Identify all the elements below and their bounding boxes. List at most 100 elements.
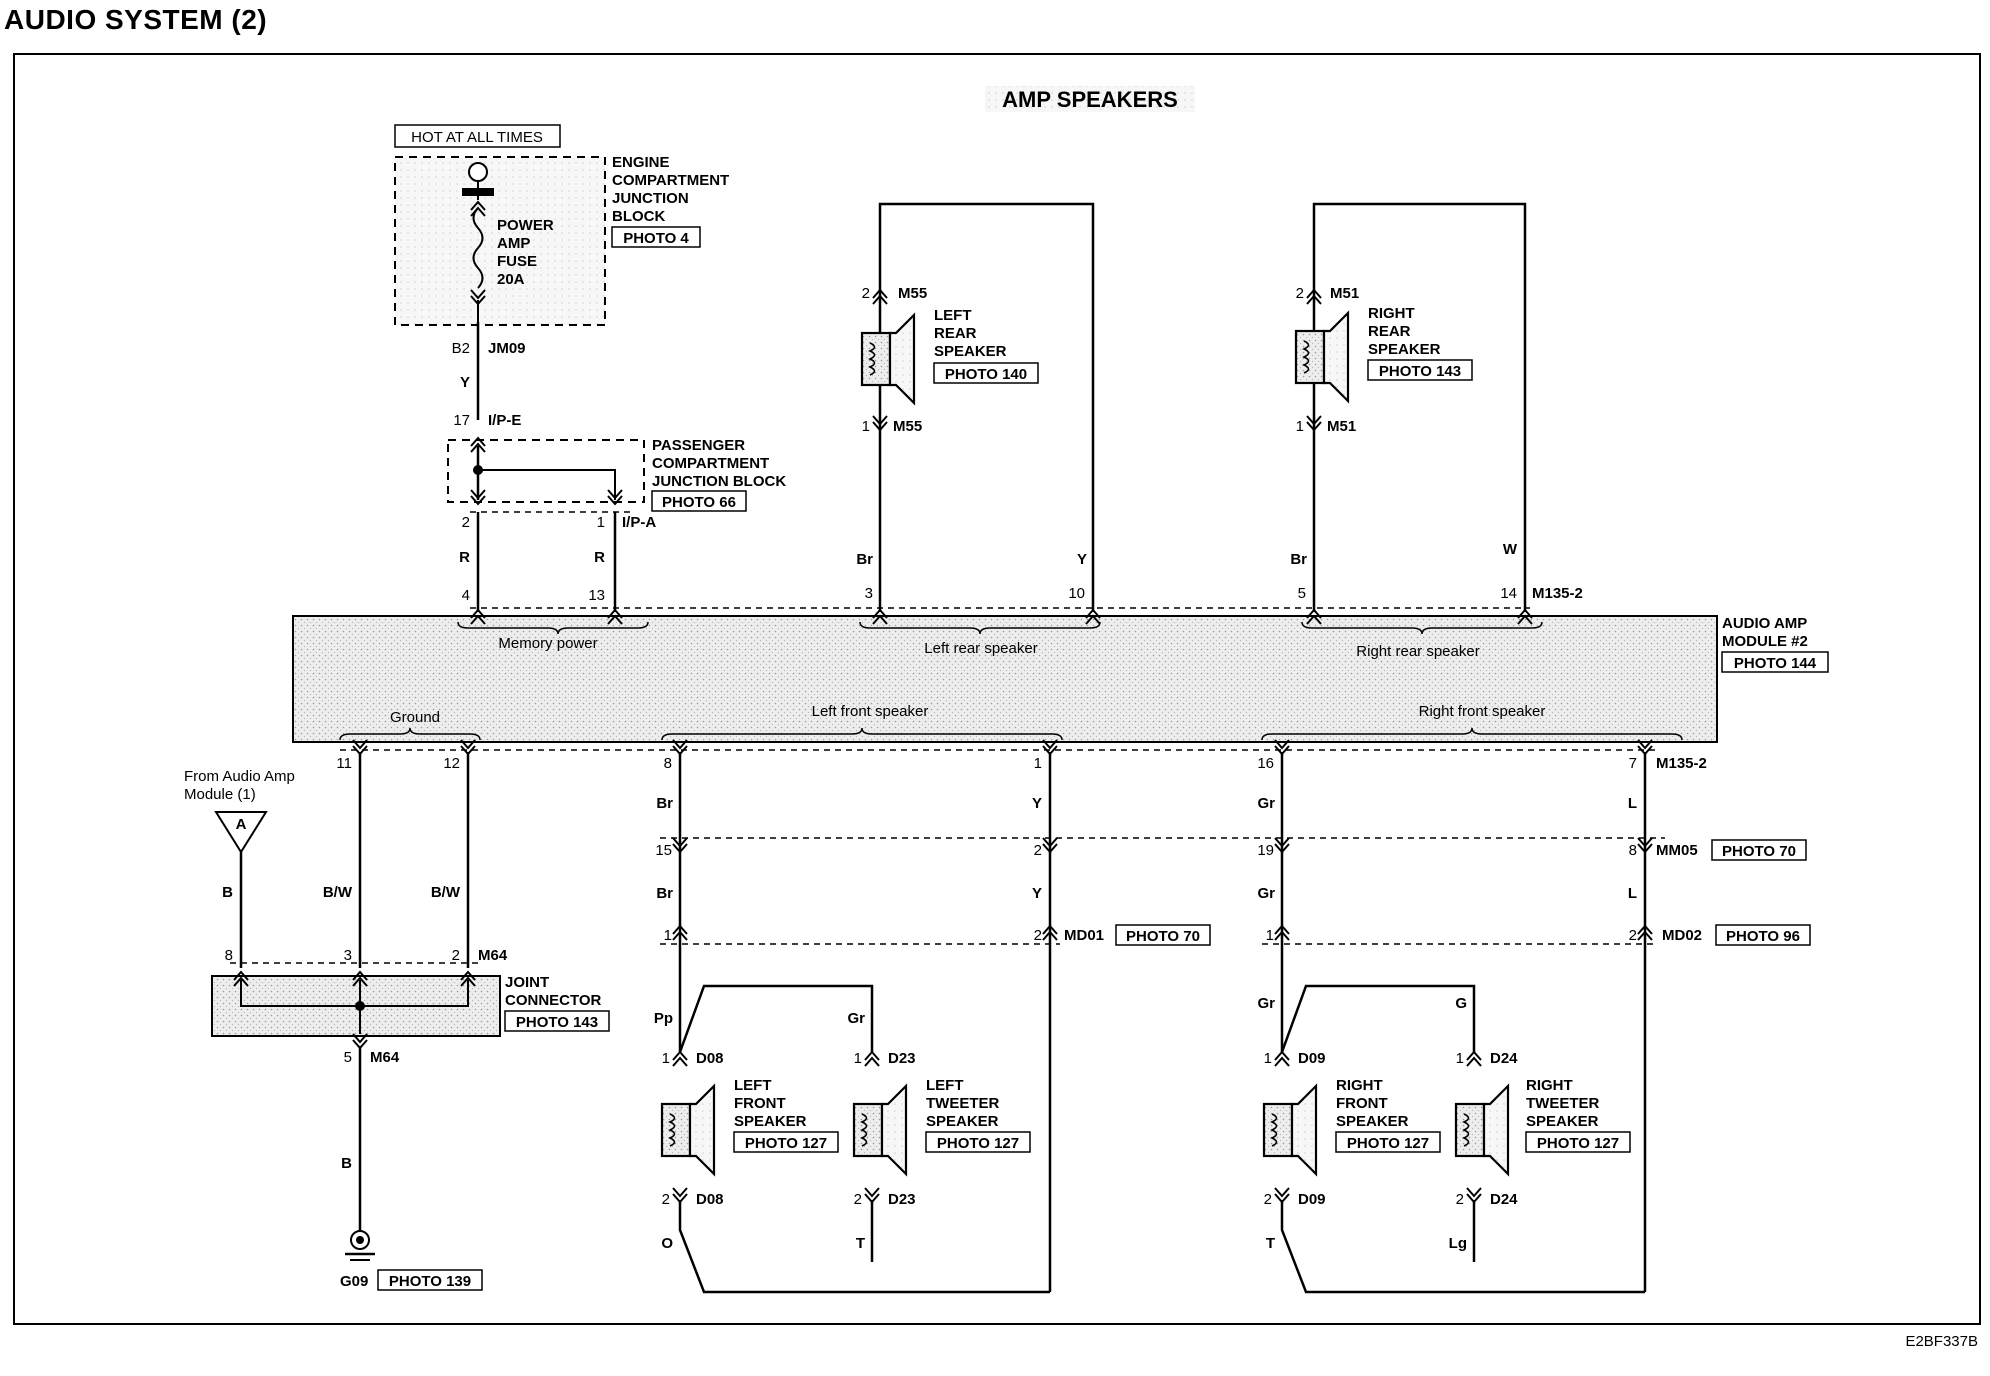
rf-wire-t: T bbox=[1266, 1235, 1275, 1252]
left-rear-speaker bbox=[860, 289, 916, 431]
rt-wire-g: G bbox=[1455, 995, 1467, 1012]
joint-pin-8: 8 bbox=[225, 947, 233, 964]
lt-label-2: TWEETER bbox=[926, 1095, 999, 1112]
pjb-label-1: PASSENGER bbox=[652, 437, 745, 454]
right-rear-label-1: RIGHT bbox=[1368, 305, 1415, 322]
ipe-pin: 17 bbox=[453, 412, 470, 429]
right-rear-wire-br: Br bbox=[1290, 551, 1307, 568]
lt-wire-gr: Gr bbox=[847, 1010, 865, 1027]
mm05-pin-19: 19 bbox=[1257, 842, 1274, 859]
mm05-pin-8: 8 bbox=[1629, 842, 1637, 859]
right-rear-photo: PHOTO 143 bbox=[1379, 363, 1461, 380]
right-rear-label-3: SPEAKER bbox=[1368, 341, 1441, 358]
rf-wire-gr: Gr bbox=[1257, 995, 1275, 1012]
md01-connector: MD01 bbox=[1064, 927, 1104, 944]
lf-photo: PHOTO 127 bbox=[745, 1135, 827, 1152]
amp-group-memory: Memory power bbox=[498, 635, 597, 652]
engine-junction-block bbox=[394, 156, 606, 326]
left-rear-conn-top: M55 bbox=[898, 285, 927, 302]
amp-connector-bottom: M135-2 bbox=[1656, 755, 1707, 772]
rf-label-2: FRONT bbox=[1336, 1095, 1388, 1112]
left-rear-wire-y: Y bbox=[1077, 551, 1087, 568]
right-rear-conn-bot: M51 bbox=[1327, 418, 1356, 435]
joint-label-1: JOINT bbox=[505, 974, 549, 991]
amp-bot-pin-8: 8 bbox=[664, 755, 672, 772]
left-rear-pin-top: 2 bbox=[862, 285, 870, 302]
joint-connector-id: M64 bbox=[478, 947, 508, 964]
amp-group-right-front: Right front speaker bbox=[1419, 703, 1546, 720]
rf-label-1: RIGHT bbox=[1336, 1077, 1383, 1094]
lt-photo: PHOTO 127 bbox=[937, 1135, 1019, 1152]
ipe-connector: I/P-E bbox=[488, 412, 521, 429]
mm05-pin-2: 2 bbox=[1034, 842, 1042, 859]
right-front-speaker bbox=[1262, 1051, 1318, 1203]
mm05-photo: PHOTO 70 bbox=[1722, 843, 1796, 860]
md01-pin-1: 1 bbox=[664, 927, 672, 944]
engine-jb-label-4: BLOCK bbox=[612, 208, 665, 225]
rf-wire-gr-mid: Gr bbox=[1257, 885, 1275, 902]
lt-pin-top: 1 bbox=[854, 1050, 862, 1067]
ground-wire-b: B bbox=[341, 1155, 352, 1172]
lf-wire-pp: Pp bbox=[654, 1010, 673, 1027]
amp-bot-pin-1: 1 bbox=[1034, 755, 1042, 772]
amp-top-pin-3: 3 bbox=[865, 585, 873, 602]
lf-wire-o: O bbox=[661, 1235, 673, 1252]
rf-label-3: SPEAKER bbox=[1336, 1113, 1409, 1130]
engine-jb-label-2: COMPARTMENT bbox=[612, 172, 729, 189]
right-rear-label-2: REAR bbox=[1368, 323, 1411, 340]
lt-wire-t: T bbox=[856, 1235, 865, 1252]
lf-label-3: SPEAKER bbox=[734, 1113, 807, 1130]
ipa-pin-2: 2 bbox=[462, 514, 470, 531]
rf-photo: PHOTO 127 bbox=[1347, 1135, 1429, 1152]
amp-bot-pin-11: 11 bbox=[336, 755, 352, 772]
left-rear-conn-bot: M55 bbox=[893, 418, 922, 435]
rt-label-2: TWEETER bbox=[1526, 1095, 1599, 1112]
lf-wire-br-mid: Br bbox=[656, 885, 673, 902]
lt-conn-bot: D23 bbox=[888, 1191, 916, 1208]
amp-photo: PHOTO 144 bbox=[1734, 655, 1817, 672]
lf-label-2: FRONT bbox=[734, 1095, 786, 1112]
passenger-junction-block bbox=[447, 439, 645, 503]
connector-tag-a-label: A bbox=[236, 816, 247, 833]
right-rear-pin-top: 2 bbox=[1296, 285, 1304, 302]
fuse-label-1: POWER bbox=[497, 217, 554, 234]
rf-pin-top: 1 bbox=[1264, 1050, 1272, 1067]
ground-name: G09 bbox=[340, 1273, 368, 1290]
md01-photo: PHOTO 70 bbox=[1126, 928, 1200, 945]
left-tweeter-speaker bbox=[852, 1051, 908, 1203]
rf-conn-top: D09 bbox=[1298, 1050, 1326, 1067]
fuse-label-3: FUSE bbox=[497, 253, 537, 270]
amp-top-pin-13: 13 bbox=[588, 587, 605, 604]
lf-pin-top: 1 bbox=[662, 1050, 670, 1067]
md02-pin-1: 1 bbox=[1266, 927, 1274, 944]
lt-label-1: LEFT bbox=[926, 1077, 964, 1094]
joint-splice bbox=[355, 1001, 365, 1011]
joint-label-2: CONNECTOR bbox=[505, 992, 602, 1009]
right-rear-wire-w: W bbox=[1503, 541, 1518, 558]
md02-connector: MD02 bbox=[1662, 927, 1702, 944]
engine-jb-photo: PHOTO 4 bbox=[623, 230, 689, 247]
from-amp-label-2: Module (1) bbox=[184, 786, 256, 803]
wire-color-y: Y bbox=[460, 374, 470, 391]
left-rear-wire-br: Br bbox=[856, 551, 873, 568]
amp-connector-top: M135-2 bbox=[1532, 585, 1583, 602]
joint-photo: PHOTO 143 bbox=[516, 1014, 598, 1031]
fuse-label-2: AMP bbox=[497, 235, 530, 252]
lf-pin-bot: 2 bbox=[662, 1191, 670, 1208]
left-front-speaker bbox=[660, 1051, 716, 1203]
mm05-pin-15: 15 bbox=[655, 842, 672, 859]
jm09-pin: B2 bbox=[452, 340, 470, 357]
m64-out-pin: 5 bbox=[344, 1049, 352, 1066]
pjb-photo: PHOTO 66 bbox=[662, 494, 736, 511]
left-rear-photo: PHOTO 140 bbox=[945, 366, 1027, 383]
rt-wire-lg: Lg bbox=[1449, 1235, 1467, 1252]
left-rear-label-1: LEFT bbox=[934, 307, 972, 324]
rf-wire-l-mid: L bbox=[1628, 885, 1637, 902]
hot-label-box bbox=[394, 124, 561, 148]
amp-top-pin-10: 10 bbox=[1068, 585, 1085, 602]
rt-conn-top: D24 bbox=[1490, 1050, 1518, 1067]
lf-label-1: LEFT bbox=[734, 1077, 772, 1094]
rf-wire-l-top: L bbox=[1628, 795, 1637, 812]
rt-label-3: SPEAKER bbox=[1526, 1113, 1599, 1130]
